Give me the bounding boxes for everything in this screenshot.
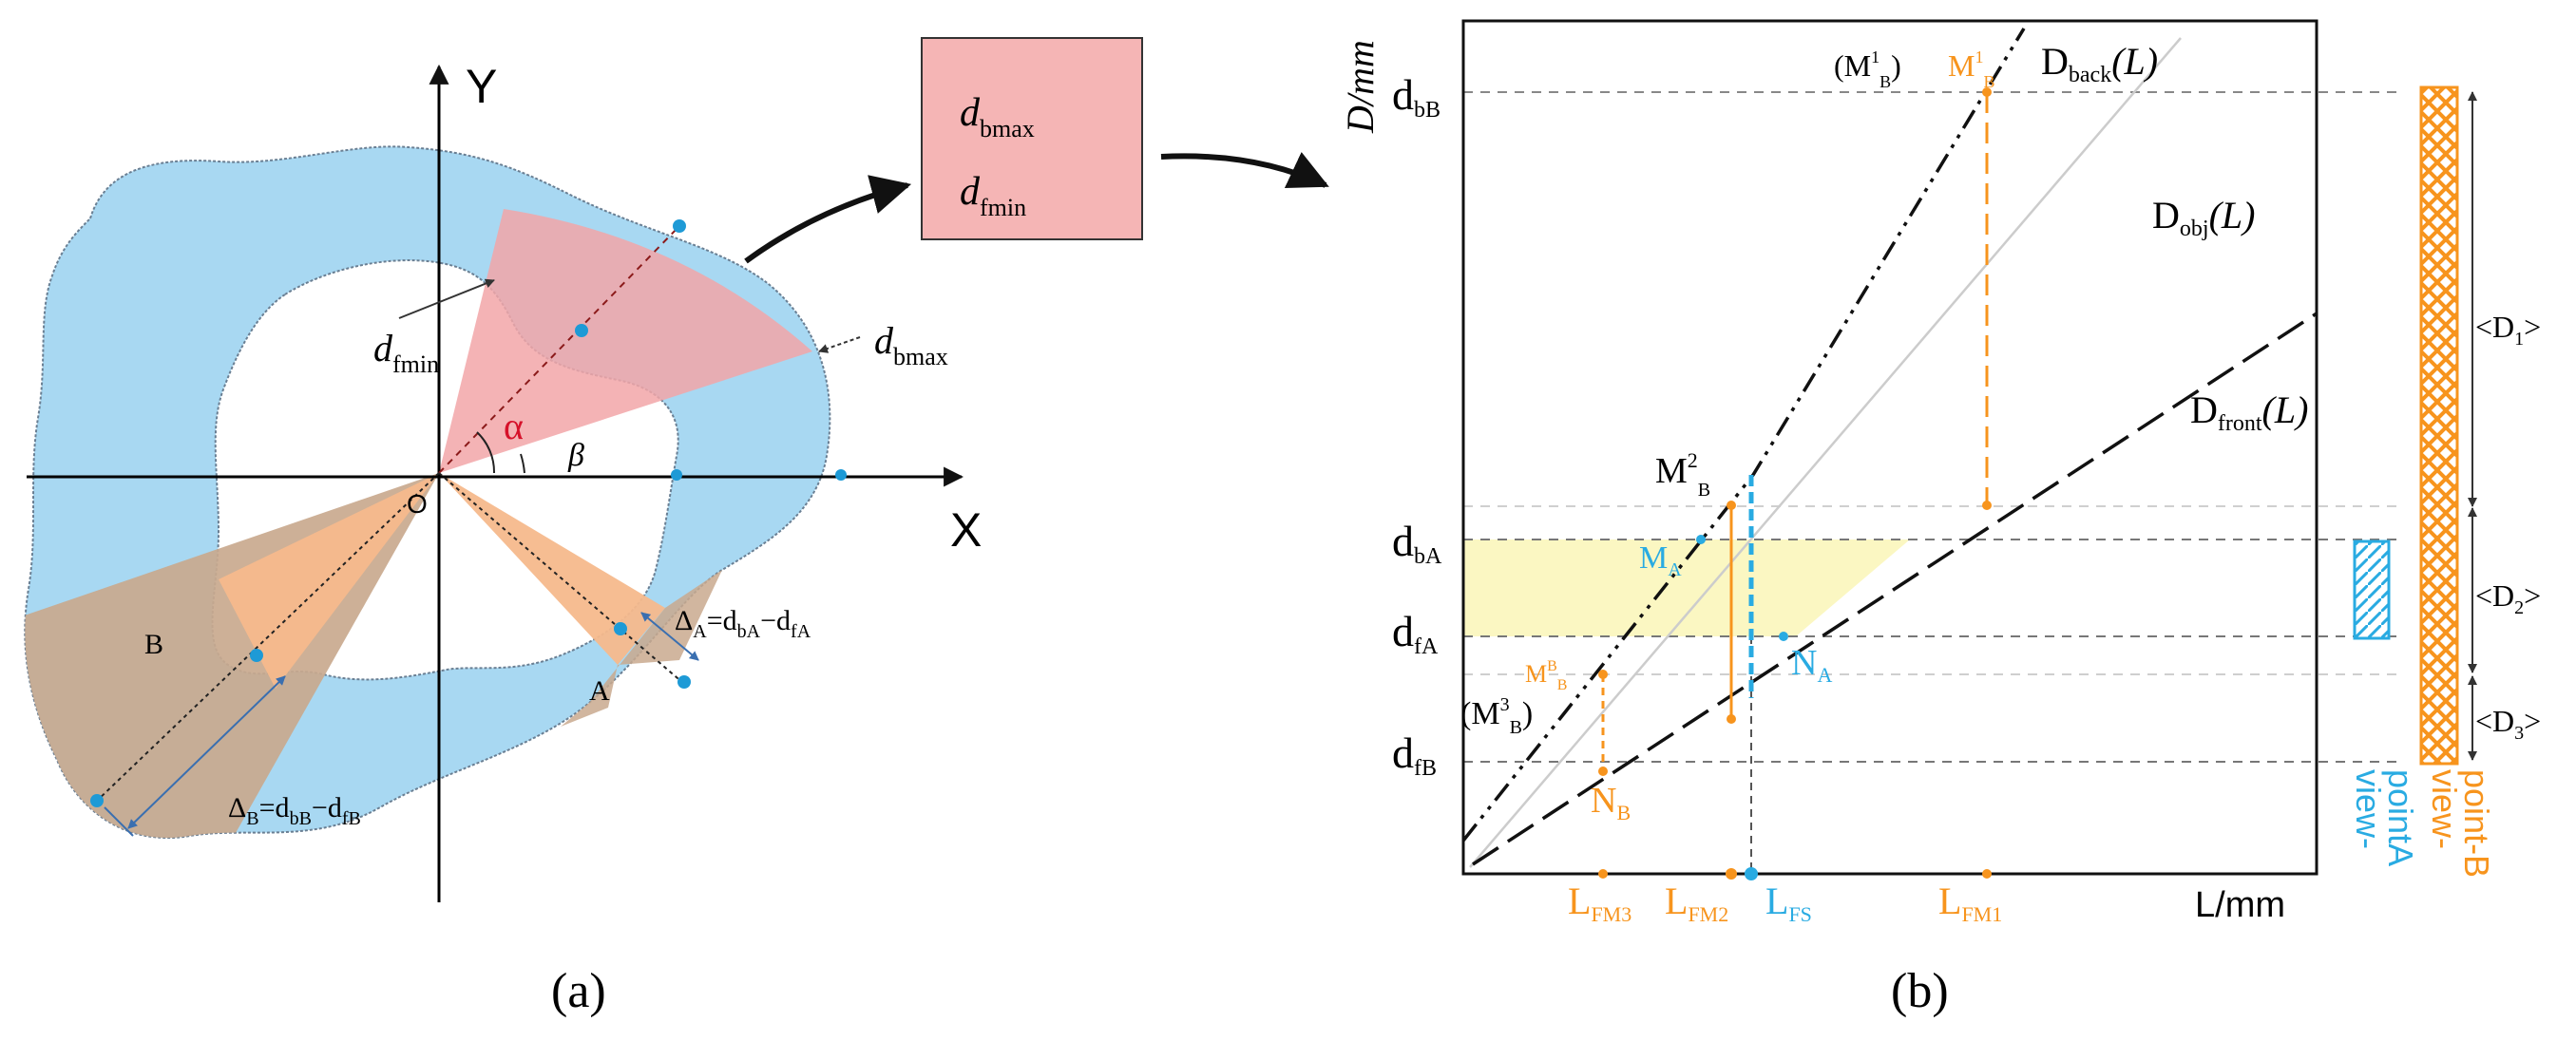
xtick-lfm2: LFM2 xyxy=(1665,880,1728,926)
label-dfront: Dfront(L) xyxy=(2190,388,2308,436)
viewpoint-a-bar xyxy=(2353,539,2391,640)
dfmin-label: dfmin xyxy=(373,327,439,378)
viewpoint-b-label: view-point-B xyxy=(2425,769,2496,878)
label-m1b-paren: (M1B) xyxy=(1834,47,1901,91)
dbmax-pointer xyxy=(818,336,861,353)
curve-back xyxy=(1461,28,2026,842)
point-x-outer xyxy=(835,469,847,481)
tick-lfm2 xyxy=(1726,868,1737,880)
point-ma xyxy=(1696,535,1706,544)
arrow-to-chart xyxy=(1160,151,1329,189)
box-dbmax: dbmax xyxy=(960,91,1035,142)
alpha-arc xyxy=(476,431,496,474)
xtick-lfm1: LFM1 xyxy=(1938,880,2002,926)
plot-frame xyxy=(1461,19,2318,876)
point-dfmin xyxy=(575,324,588,337)
region-a-label: A xyxy=(589,675,610,707)
box-dfmin: dfmin xyxy=(960,170,1026,221)
sector-a xyxy=(439,473,665,665)
label-dback: Dback(L) xyxy=(2041,40,2158,87)
delta-b-arrow xyxy=(127,675,286,829)
ytick-dbA: dbA xyxy=(1392,517,1442,569)
alpha-label: α xyxy=(504,405,524,447)
y-axis-label: Y xyxy=(466,60,497,113)
label-ma: MA xyxy=(1639,540,1682,580)
xtick-lfs: LFS xyxy=(1765,880,1812,926)
ytick-dbB: dbB xyxy=(1392,70,1441,123)
panel-a: Y X O α β B A dfmin dbmax ΔA=dbA−dfA ΔB=… xyxy=(24,37,1329,1018)
label-dobj: Dobj(L) xyxy=(2152,194,2255,241)
curve-front xyxy=(1472,312,2318,866)
dfmin-pointer xyxy=(398,278,495,319)
point-nb xyxy=(1598,767,1608,776)
origin-label: O xyxy=(407,489,428,519)
point-m2b-low xyxy=(1727,714,1736,724)
point-m1b-low xyxy=(1982,501,1992,510)
alpha-ray xyxy=(438,225,680,474)
point-a-outer xyxy=(677,675,691,689)
beta-label: β xyxy=(567,438,584,473)
label-m1b: M1B xyxy=(1948,47,1994,91)
panel-b: D/mm L/mm dbB dbA dfA dfB LFM3 LFM2 LFS … xyxy=(1339,19,2541,1018)
label-m2b: M2B xyxy=(1655,448,1710,501)
ytick-dfB: dfB xyxy=(1392,729,1437,781)
point-mb xyxy=(1598,670,1608,679)
viewpoint-b-bar xyxy=(2419,85,2459,766)
y-axis-title: D/mm xyxy=(1339,40,1382,134)
region-b-label: B xyxy=(144,629,163,660)
point-x-inner xyxy=(671,469,682,481)
tick-lfm3 xyxy=(1598,869,1608,879)
curve-obj xyxy=(1469,37,2182,868)
label-nb: NB xyxy=(1591,781,1631,824)
caption-b: (b) xyxy=(1891,964,1949,1018)
d1-label: <D1> xyxy=(2475,310,2541,350)
x-axis-label: X xyxy=(950,503,982,557)
point-m1b xyxy=(1982,87,1992,97)
d3-label: <D3> xyxy=(2475,704,2541,744)
label-m3b: (M3B) xyxy=(1460,694,1533,738)
point-m2b xyxy=(1727,501,1736,510)
dbmax-label: dbmax xyxy=(874,319,948,370)
label-na: NA xyxy=(1791,643,1832,687)
xtick-lfm3: LFM3 xyxy=(1568,880,1631,926)
delta-b-label: ΔB=dbB−dfB xyxy=(228,792,361,829)
tick-lfs xyxy=(1745,867,1758,880)
point-a-inner xyxy=(614,622,627,635)
viewpoint-a-label: view-pointA xyxy=(2349,769,2420,866)
summary-box xyxy=(921,37,1143,240)
beta-arc xyxy=(520,453,525,474)
delta-a-arrow xyxy=(640,612,699,661)
x-axis-title: L/mm xyxy=(2195,885,2285,925)
pink-sector xyxy=(439,209,812,473)
d2-label: <D2> xyxy=(2475,578,2541,618)
tick-lfm1 xyxy=(1982,869,1992,879)
point-b-inner xyxy=(250,649,263,662)
ytick-dfA: dfA xyxy=(1392,607,1439,659)
point-b-outer xyxy=(90,794,104,807)
delta-a-label: ΔA=dbA−dfA xyxy=(675,605,811,642)
overlap-band xyxy=(1463,539,1910,636)
arrow-to-box xyxy=(744,175,912,264)
point-dbmax xyxy=(673,219,686,233)
point-na xyxy=(1779,632,1788,641)
delta-b-tick xyxy=(104,806,134,837)
caption-a: (a) xyxy=(551,964,606,1018)
label-mb: MBB xyxy=(1525,658,1567,693)
